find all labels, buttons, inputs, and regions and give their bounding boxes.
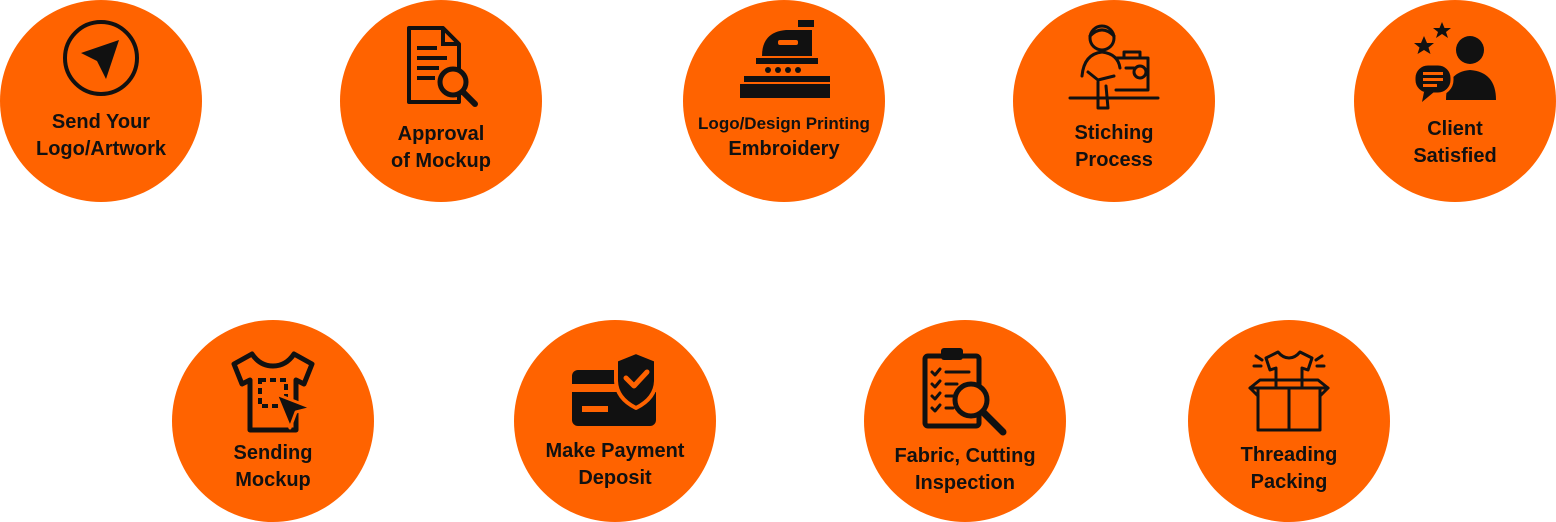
step-label-line: Mockup	[235, 469, 311, 491]
step-make-payment: Make Payment Deposit	[514, 320, 716, 522]
step-label-line: Logo/Artwork	[36, 138, 166, 160]
sewing-worker-icon	[1068, 24, 1160, 110]
document-search-icon	[407, 26, 478, 107]
step-label-line: Fabric, Cutting	[894, 445, 1036, 467]
step-send-logo: Send Your Logo/Artwork	[0, 0, 202, 202]
payment-shield-icon	[572, 350, 658, 426]
step-label-line: Embroidery	[728, 138, 840, 160]
step-stitching-process: Stiching Process	[1013, 0, 1215, 202]
satisfied-client-icon	[1412, 22, 1496, 102]
embroidery-machine-icon	[740, 20, 830, 98]
step-label-line: Make Payment	[545, 440, 685, 462]
step-label-line: Client	[1427, 118, 1483, 140]
step-label-line: Approval	[397, 123, 485, 145]
step-approval-mockup: Approval of Mockup	[340, 0, 542, 202]
send-icon	[63, 20, 139, 96]
step-client-satisfied: Client Satisfied	[1354, 0, 1556, 202]
step-label-line: Threading	[1240, 444, 1338, 466]
step-fabric-cutting: Fabric, Cutting Inspection	[864, 320, 1066, 522]
step-label-line: of Mockup	[391, 150, 491, 172]
step-label-line: Packing	[1250, 471, 1328, 493]
tshirt-design-icon	[231, 351, 315, 433]
step-label-line: Stiching	[1074, 122, 1154, 144]
step-label-line: Deposit	[578, 467, 652, 489]
step-label-line: Send Your	[51, 111, 151, 133]
step-printing-embroidery: Logo/Design Printing Embroidery	[683, 0, 885, 202]
step-label-line: Sending	[233, 442, 313, 464]
step-label-line: Inspection	[914, 472, 1015, 494]
step-threading-packing: Threading Packing	[1188, 320, 1390, 522]
step-sending-mockup: Sending Mockup	[172, 320, 374, 522]
tshirt-box-icon	[1248, 350, 1330, 432]
step-label-line: Process	[1075, 149, 1153, 171]
step-label-line: Satisfied	[1413, 145, 1497, 167]
clipboard-inspection-icon	[922, 348, 1007, 436]
step-label-line: Logo/Design Printing	[698, 114, 870, 133]
